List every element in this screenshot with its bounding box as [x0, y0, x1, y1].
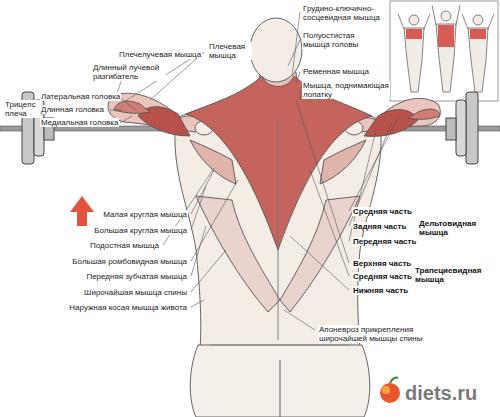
watermark: diets.ru	[404, 382, 478, 404]
direction-arrow	[70, 196, 94, 226]
muscle-label: Большая круглая мышца	[93, 226, 188, 235]
muscle-label: Трапециевидная мышца	[414, 266, 488, 284]
muscle-label: Ременная мышца	[302, 67, 370, 76]
muscle-label: Большая ромбовидная мышца	[71, 257, 188, 266]
muscle-label: Полуостистая мышца головы	[302, 31, 370, 49]
muscle-label: Длинный лучевой разгибатель	[92, 63, 166, 81]
muscle-label: Верхняя часть	[352, 259, 412, 268]
muscle-label: Нижняя часть	[352, 286, 409, 295]
muscle-label: Средняя часть	[352, 272, 413, 281]
muscle-label: Подостная мышца	[89, 241, 160, 250]
logo-icon	[380, 378, 400, 403]
muscle-label: Медиальная головка	[40, 118, 119, 127]
muscle-label: Широчайшая мышца спины	[83, 288, 188, 297]
muscle-label: Плечевая мышца	[208, 42, 252, 60]
muscle-label: Плечелучевая мышца	[118, 50, 202, 59]
muscle-label: Грудино-ключично- сосцевидная мышца	[302, 4, 388, 22]
muscle-label: Латеральная головка	[40, 92, 121, 101]
muscle-label: Передняя зубчатая мышца	[85, 272, 188, 281]
muscle-label: Длинная головка	[40, 105, 105, 114]
leader-lines	[110, 12, 398, 330]
muscle-label: Мышца, поднимающая лопатку	[302, 81, 390, 99]
muscle-label: Трицепс плеча	[4, 100, 42, 118]
muscle-label: Наружная косая мышца живота	[68, 303, 188, 312]
muscle-label: Передняя часть	[352, 237, 417, 246]
inset-figures	[390, 1, 498, 101]
muscle-label: Малая круглая мышца	[102, 210, 188, 219]
muscle-label: Задняя часть	[352, 222, 407, 231]
muscle-label: Средняя часть	[352, 207, 413, 216]
muscle-label: Дельтовидная мышца	[418, 219, 484, 237]
muscle-label: Апоневроз прикрепления широчайшей мышцы …	[318, 325, 444, 343]
